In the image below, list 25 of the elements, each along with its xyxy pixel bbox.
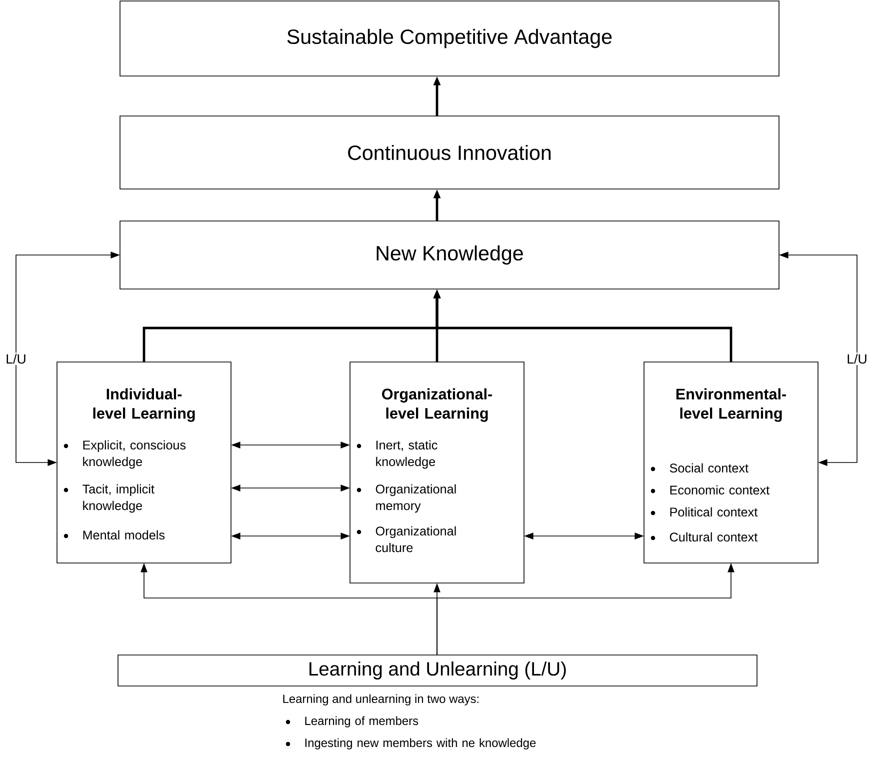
bullet-item: Organizational memory xyxy=(356,484,456,513)
process-box: New Knowledge xyxy=(120,220,780,290)
bullet-item: Tacit, implicit knowledge xyxy=(64,484,154,513)
learning-box xyxy=(56,362,232,564)
process-box: Learning and Unlearning (L/U) xyxy=(118,654,758,686)
edge-label: L/U xyxy=(845,352,869,365)
box-heading: Organizational-level Learning xyxy=(382,388,492,422)
bullet-item: Ingesting new members with ne knowledge xyxy=(286,738,536,750)
note-text: Learning and unlearning in two ways: xyxy=(283,694,479,706)
bullet-item: Organizational culture xyxy=(356,526,456,552)
bullet-item: Cultural context xyxy=(650,532,758,542)
bullet-item: Political context xyxy=(650,507,758,517)
bullet-item: Economic context xyxy=(650,485,770,495)
bullet-item: Explicit, conscious knowledge xyxy=(64,440,186,469)
bullet-item: Inert, static knowledge xyxy=(356,440,438,469)
process-box: Sustainable Competitive Advantage xyxy=(120,0,780,76)
process-box: Continuous Innovation xyxy=(120,116,780,190)
learning-box xyxy=(644,362,818,564)
learning-box xyxy=(350,362,524,584)
bullet-item: Social context xyxy=(650,463,748,473)
box-heading: Environmental-level Learning xyxy=(676,388,786,422)
edge-label: L/U xyxy=(4,352,28,365)
bullet-item: Mental models xyxy=(64,530,165,540)
bullet-item: Learning of members xyxy=(286,716,418,728)
box-heading: Individual-level Learning xyxy=(93,388,195,422)
